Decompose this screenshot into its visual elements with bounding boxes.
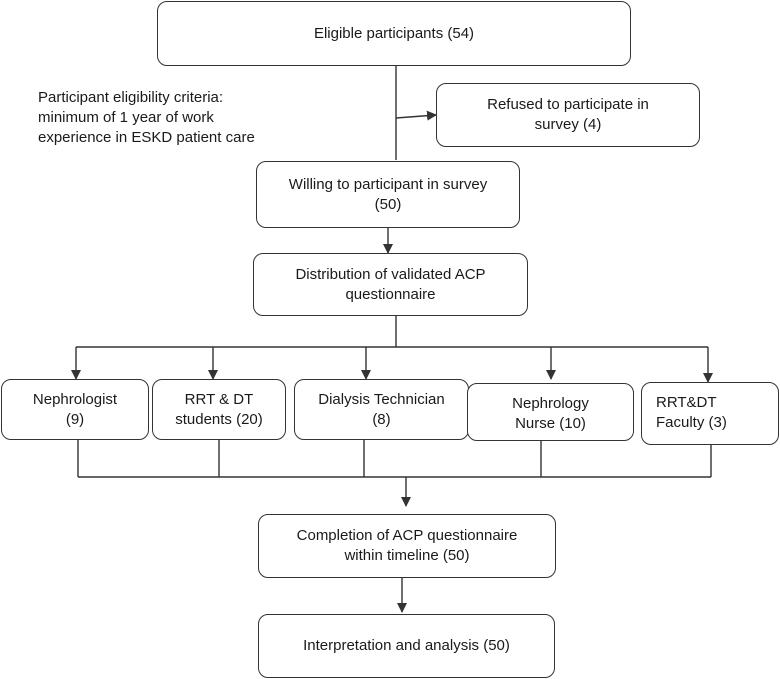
group-rrt-dt-faculty-box: RRT&DT Faculty (3) [641, 382, 779, 445]
refused-line-2: survey (4) [534, 116, 602, 133]
eligibility-criteria-note: Participant eligibility criteria: minimu… [38, 88, 298, 148]
distribution-line-1: Distribution of validated ACP [295, 265, 486, 283]
group-rrt-dt-faculty-line-2: Faculty (3) [656, 414, 727, 431]
willing-line-2: (50) [374, 195, 402, 213]
group-rrt-dt-faculty-line-1: RRT&DT [656, 394, 717, 411]
criteria-line-1: Participant eligibility criteria: [38, 89, 224, 106]
completion-line-1: Completion of ACP questionnaire [296, 527, 518, 544]
eligible-participants-label: Eligible participants (54) [313, 24, 475, 42]
distribution-line-2: questionnaire [345, 285, 436, 303]
arrow-to-refused [395, 110, 437, 121]
refused-box: Refused to participate in survey (4) [436, 83, 700, 147]
distribution-box: Distribution of validated ACP questionna… [253, 253, 528, 316]
group-nephrologist-line-2: (9) [65, 411, 85, 428]
criteria-line-3: experience in ESKD patient care [38, 129, 255, 146]
eligible-participants-box: Eligible participants (54) [157, 1, 631, 66]
criteria-line-2: minimum of 1 year of work [38, 109, 214, 126]
group-rrt-dt-students-box: RRT & DT students (20) [152, 379, 286, 440]
group-nephrology-nurse-line-2: Nurse (10) [515, 415, 586, 432]
group-rrt-dt-students-line-1: RRT & DT [184, 391, 254, 408]
interpretation-box: Interpretation and analysis (50) [258, 614, 555, 678]
completion-box: Completion of ACP questionnaire within t… [258, 514, 556, 578]
group-nephrology-nurse-line-1: Nephrology [512, 395, 589, 412]
group-nephrologist-box: Nephrologist (9) [1, 379, 149, 440]
completion-line-2: within timeline (50) [344, 547, 470, 564]
group-nephrologist-line-1: Nephrologist [32, 391, 118, 408]
group-rrt-dt-students-line-2: students (20) [175, 411, 263, 428]
group-dialysis-technician-line-2: (8) [372, 411, 391, 428]
willing-line-1: Willing to participant in survey [288, 175, 488, 193]
willing-box: Willing to participant in survey (50) [256, 161, 520, 228]
refused-line-1: Refused to participate in [487, 96, 649, 113]
group-dialysis-technician-box: Dialysis Technician (8) [294, 379, 469, 440]
group-nephrology-nurse-box: Nephrology Nurse (10) [467, 383, 634, 441]
group-dialysis-technician-line-1: Dialysis Technician [318, 391, 445, 408]
interpretation-label: Interpretation and analysis (50) [303, 637, 510, 654]
